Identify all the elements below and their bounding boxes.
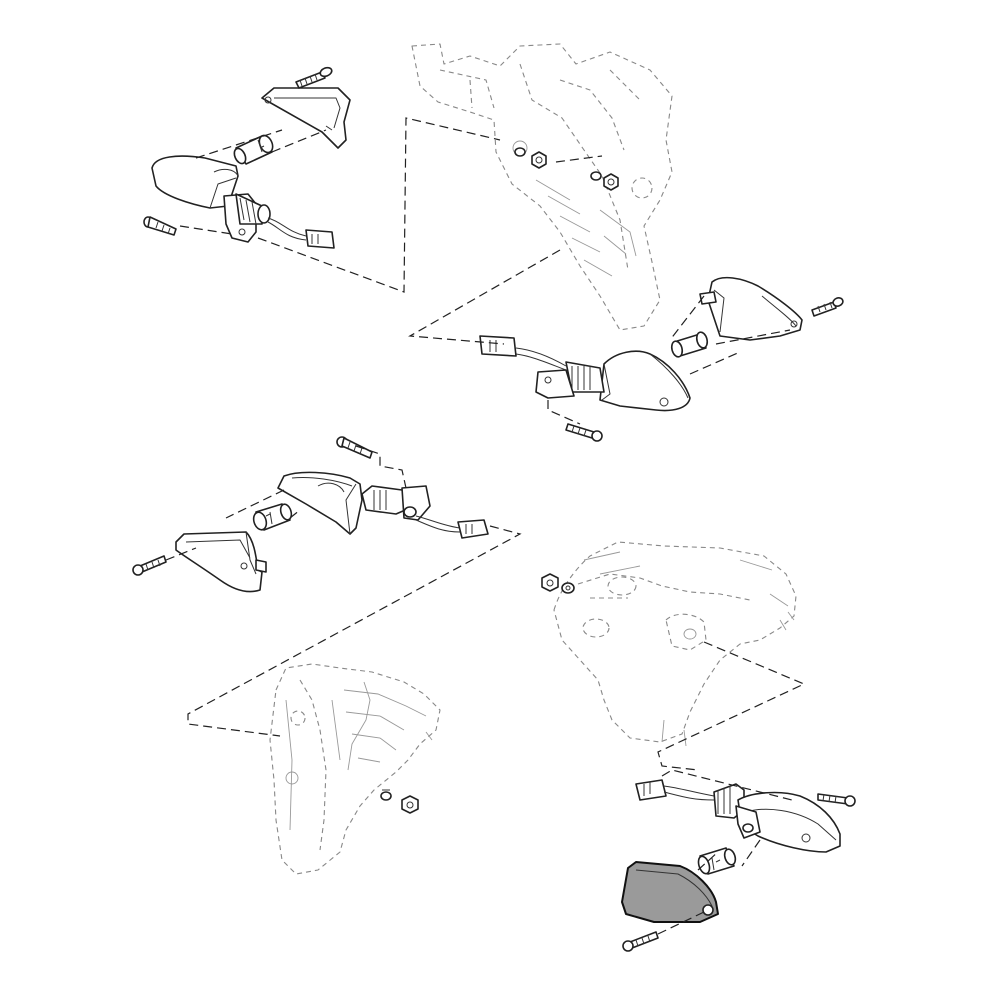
nut	[541, 573, 559, 592]
bulb	[252, 503, 293, 531]
front-left-turn-signal-group	[408, 249, 844, 442]
bulb	[697, 847, 737, 875]
highlighted-lens	[621, 861, 719, 923]
washer	[514, 147, 526, 157]
nut	[603, 173, 619, 191]
lens	[175, 531, 267, 593]
rear-left-turn-signal-group	[132, 436, 522, 737]
wire-connector	[635, 779, 715, 801]
bolt	[565, 423, 603, 442]
housing	[535, 350, 691, 412]
lens	[699, 276, 803, 341]
screw	[817, 793, 856, 807]
wire-connector	[479, 335, 567, 371]
front-right-turn-signal-group	[143, 66, 501, 293]
nut	[401, 795, 419, 814]
nut	[531, 151, 547, 169]
screw	[622, 931, 659, 952]
wire-connector	[415, 515, 489, 539]
bolt	[143, 216, 177, 236]
lens	[261, 87, 351, 149]
screw	[295, 66, 333, 89]
rear-right-turn-signal-group	[621, 769, 856, 952]
rear-right-bracket-outline	[541, 541, 806, 771]
wire-connector	[267, 217, 335, 249]
washer	[380, 789, 392, 801]
washer	[590, 171, 602, 181]
bolt	[336, 436, 373, 459]
screw	[132, 555, 167, 576]
housing	[277, 471, 431, 535]
front-fairing-bracket-outline	[411, 43, 673, 331]
housing	[151, 155, 271, 243]
bulb	[233, 134, 274, 165]
washer	[561, 582, 575, 594]
rear-left-bracket-outline	[269, 663, 441, 875]
housing	[713, 783, 841, 853]
bulb	[670, 331, 709, 358]
screw	[811, 297, 844, 317]
